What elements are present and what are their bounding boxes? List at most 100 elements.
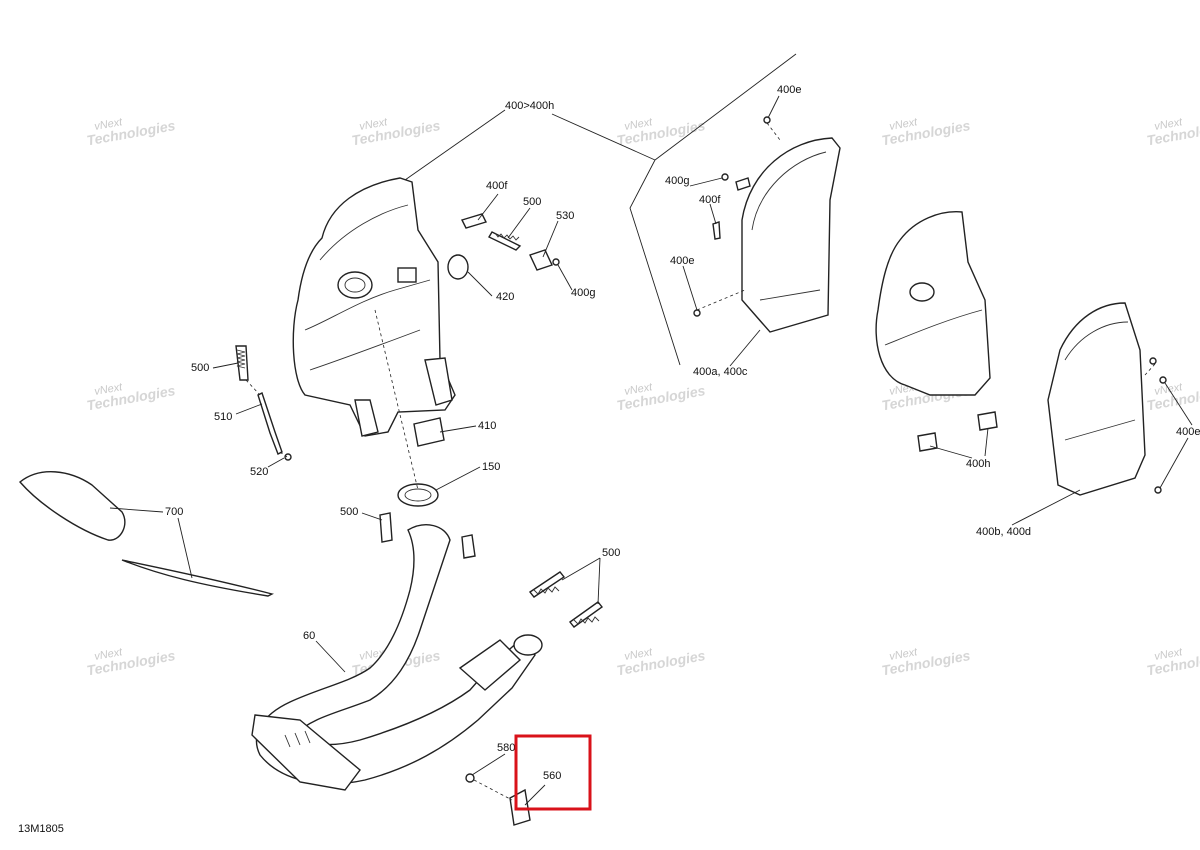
muffler-port [397, 267, 417, 283]
part-400f-bracket [461, 213, 487, 229]
catalytic-section [458, 639, 522, 691]
watermark: vNext Technologies [85, 381, 176, 413]
label-leaders [109, 95, 1193, 806]
hanger-parts-left [235, 345, 476, 559]
part-400e-screw [763, 116, 771, 124]
part-530-clip [529, 249, 553, 271]
label-700: 700 [165, 506, 183, 518]
leader-line [929, 445, 973, 459]
label-500-left: 500 [191, 362, 209, 374]
pipe-end-shield [251, 714, 361, 791]
part-510-rod [257, 392, 283, 455]
leader-line [109, 507, 164, 513]
leader-line [551, 113, 656, 161]
muffler-inlet-inner [344, 277, 366, 293]
diagram-code: 13M1805 [18, 823, 64, 835]
watermark: vNext Technologies [85, 646, 176, 678]
watermark-text: vNext [888, 646, 919, 663]
label-400h: 400h [966, 458, 990, 470]
watermark-text: vNext [623, 646, 654, 663]
watermark: vNext Technologies [1145, 646, 1200, 678]
part-labels: 400>400h 400e 400g 400f 400e 400a, 400c … [18, 84, 1200, 835]
watermark-text: vNext [623, 116, 654, 133]
label-400f-right: 400f [699, 194, 721, 206]
assembly-lines [245, 122, 1156, 491]
assembly-line [473, 779, 513, 801]
leader-line [361, 512, 383, 521]
muffler-body [292, 177, 456, 437]
part-400e-screw [693, 309, 701, 317]
cover-right-panel [1047, 302, 1146, 496]
muffler-right-inlet [909, 282, 935, 302]
cover-400b-400d [1047, 302, 1167, 496]
cover-contour [751, 151, 827, 231]
leader-line [729, 329, 761, 367]
cover-400a-400c [693, 116, 841, 333]
callout-bracket-400 [404, 53, 797, 366]
cover-right-contour [1064, 321, 1129, 361]
part-410-grommet [413, 417, 445, 447]
spring-coil [236, 349, 246, 369]
part-580-bolt [465, 773, 475, 783]
pipe-end-louvers [284, 730, 311, 748]
label-530: 530 [556, 210, 574, 222]
leader-line [557, 264, 573, 291]
part-520-nut [284, 453, 292, 461]
watermark-text: vNext [93, 381, 124, 398]
leader-line [524, 784, 546, 806]
leader-line [177, 517, 193, 579]
label-400a-400c: 400a, 400c [693, 366, 748, 378]
muffler-foot [354, 399, 379, 437]
leader-line [654, 53, 797, 161]
cover-panel [741, 137, 841, 333]
muffler-right-body [875, 211, 991, 396]
label-500-right: 500 [602, 547, 620, 559]
watermark-text: vNext [888, 116, 919, 133]
part-400h-block [977, 411, 998, 431]
heat-shield-lower [121, 559, 274, 597]
watermark-text: vNext [623, 381, 654, 398]
label-400e-mid: 400e [670, 255, 694, 267]
label-510: 510 [214, 411, 232, 423]
part-420-cap [447, 254, 469, 280]
leader-line [1164, 382, 1193, 426]
muffler-contour [304, 279, 431, 331]
leader-line [212, 362, 239, 369]
cover-right-contour [1064, 419, 1136, 441]
cover-contour [759, 289, 821, 301]
leader-line [471, 753, 506, 776]
part-400e-screw [1159, 376, 1167, 384]
part-400h-block [917, 432, 938, 452]
spring-coil [573, 616, 600, 625]
label-400b-400d: 400b, 400d [976, 526, 1031, 538]
part-400g-nut [721, 173, 729, 181]
watermark: vNext Technologies [1145, 116, 1200, 148]
muffler-assembly [292, 177, 456, 437]
part-400e-screw [1154, 486, 1162, 494]
watermark: vNext Technologies [615, 381, 706, 413]
spring-coil [533, 586, 560, 595]
assembly-line [374, 309, 419, 491]
leader-line [435, 466, 481, 491]
part-400g-bolt [552, 258, 560, 266]
leader-line [404, 109, 506, 181]
label-560: 560 [543, 770, 561, 782]
watermark-text: vNext [93, 116, 124, 133]
leader-line [682, 265, 698, 311]
part-500-spring-b [568, 601, 604, 628]
muffler-contour [319, 204, 409, 261]
assembly-line [766, 122, 781, 141]
label-400f-left: 400f [486, 180, 508, 192]
label-400g-right: 400g [665, 175, 689, 187]
leader-line [1159, 437, 1189, 489]
parts-580-560 [465, 773, 531, 826]
label-400e-top: 400e [777, 84, 801, 96]
watermark: vNext Technologies [880, 116, 971, 148]
label-580: 580 [497, 742, 515, 754]
leader-line [767, 95, 780, 119]
muffler-right [875, 211, 998, 452]
watermark-text: vNext [1153, 116, 1184, 133]
assembly-line [279, 451, 288, 458]
watermark: vNext Technologies [350, 116, 441, 148]
